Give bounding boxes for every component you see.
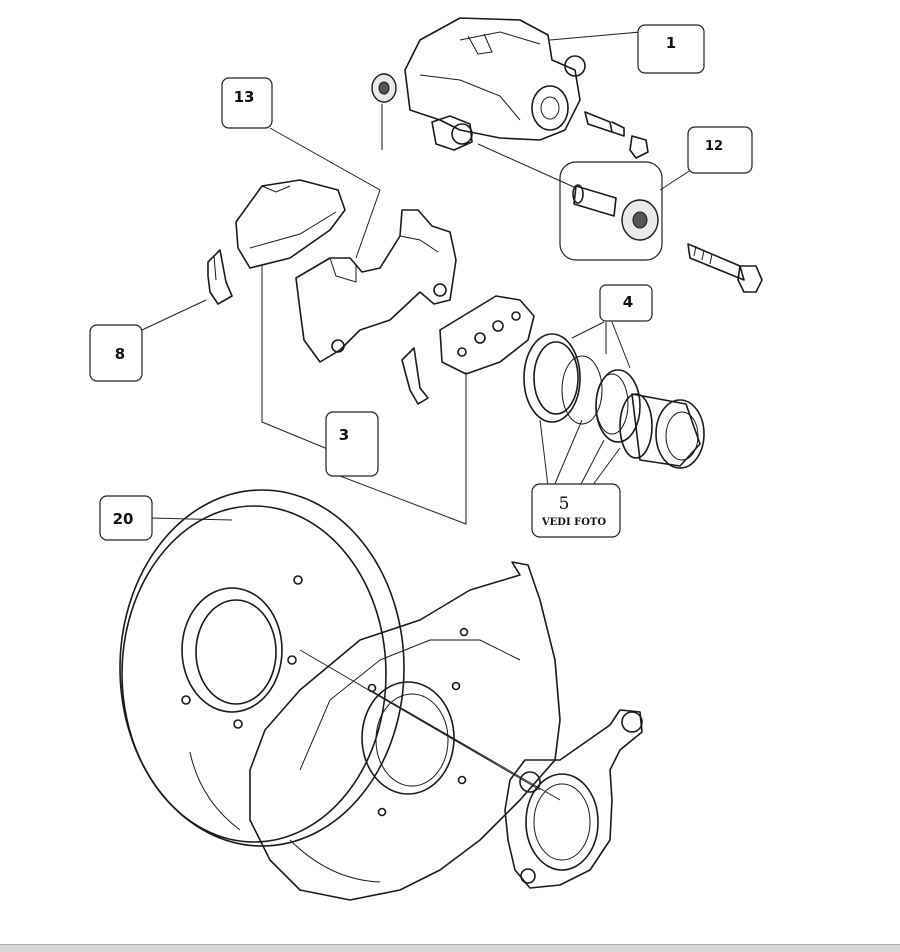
caliper-bracket: [295, 209, 457, 363]
callout-4: 4: [599, 284, 653, 322]
callout-12-label: 12: [705, 139, 723, 154]
guide-pin-kit: [477, 143, 659, 241]
callout-13-label: 13: [234, 88, 255, 106]
piston: [619, 393, 705, 469]
callout-20: 20: [99, 495, 153, 541]
brake-disc: [119, 489, 405, 847]
callout-3: 3: [325, 411, 379, 477]
brake-pad-left: [235, 179, 346, 269]
callout-1: 1: [637, 24, 705, 74]
callout-5: 5 VEDI FOTO: [531, 483, 621, 538]
leader-lines: [141, 31, 695, 525]
pad-spring: [401, 347, 429, 405]
callout-8-label: 8: [115, 345, 125, 363]
callout-13: 13: [221, 77, 273, 129]
callout-1-label: 1: [666, 34, 676, 52]
brake-pad-right: [439, 295, 535, 375]
caliper-body: [404, 17, 586, 151]
guide-boot: [371, 73, 397, 150]
bolt-axis-line: [299, 649, 561, 801]
guide-pin-kit-frame: [559, 161, 663, 261]
bleeder-screw: [584, 111, 649, 159]
callout-8: 8: [89, 324, 143, 382]
callout-3-label: 3: [339, 426, 349, 444]
mounting-bolt: [687, 243, 763, 293]
window-bottom-edge: [0, 944, 900, 952]
callout-4-label: 4: [623, 293, 633, 311]
callout-5-number: 5: [559, 494, 570, 514]
dust-shield: [249, 561, 561, 901]
hub-carrier: [504, 709, 643, 889]
piston-seal-kit: [523, 333, 641, 443]
pad-clip: [207, 249, 233, 305]
callout-5-note: VEDI FOTO: [541, 517, 606, 528]
callout-20-label: 20: [113, 510, 134, 528]
callout-12: 12: [687, 126, 753, 174]
